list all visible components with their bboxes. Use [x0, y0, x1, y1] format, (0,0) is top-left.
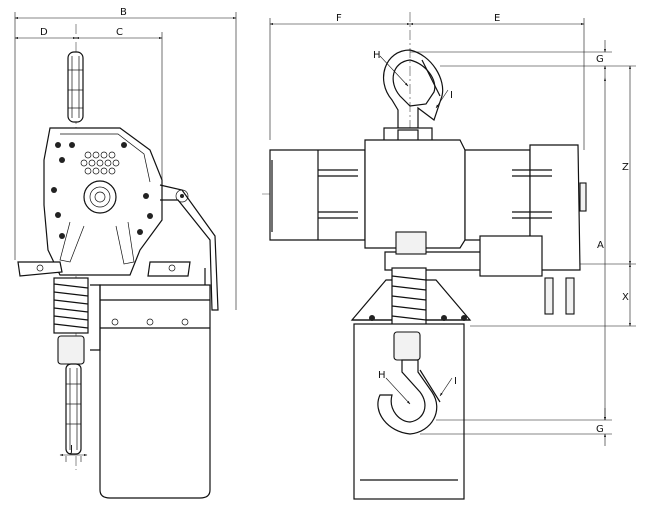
label-z: Z	[622, 162, 629, 173]
label-d: D	[40, 27, 48, 38]
label-g-bottom: G	[596, 424, 604, 435]
label-i-top: I	[450, 90, 453, 101]
label-f: F	[336, 13, 342, 24]
valve-block	[479, 235, 543, 277]
spring	[53, 277, 89, 334]
label-j: J	[69, 444, 73, 455]
front-view	[262, 12, 636, 500]
knob	[579, 182, 587, 212]
label-i-bottom: I	[454, 376, 457, 387]
top-hook-shank	[67, 51, 84, 123]
chain-container	[99, 284, 211, 499]
label-x: X	[622, 292, 629, 303]
bottom-hook-shank	[65, 363, 82, 455]
drum	[83, 180, 117, 214]
label-e: E	[494, 13, 500, 24]
vent-grid	[80, 151, 120, 175]
label-a: A	[597, 240, 604, 251]
label-b: B	[120, 7, 127, 18]
label-h-top: H	[373, 50, 381, 61]
left-lever	[17, 261, 63, 277]
label-g-top: G	[596, 54, 604, 65]
lower-block	[57, 335, 85, 365]
side-view	[14, 12, 237, 499]
label-c: C	[116, 27, 123, 38]
dimension-labels: B D C J F E H I H I G G Z A X	[40, 7, 629, 455]
bottom-hook	[377, 359, 441, 435]
lower-mechanism	[384, 251, 496, 271]
right-motor	[464, 149, 531, 241]
top-hook	[383, 49, 444, 129]
label-h-bottom: H	[378, 370, 386, 381]
